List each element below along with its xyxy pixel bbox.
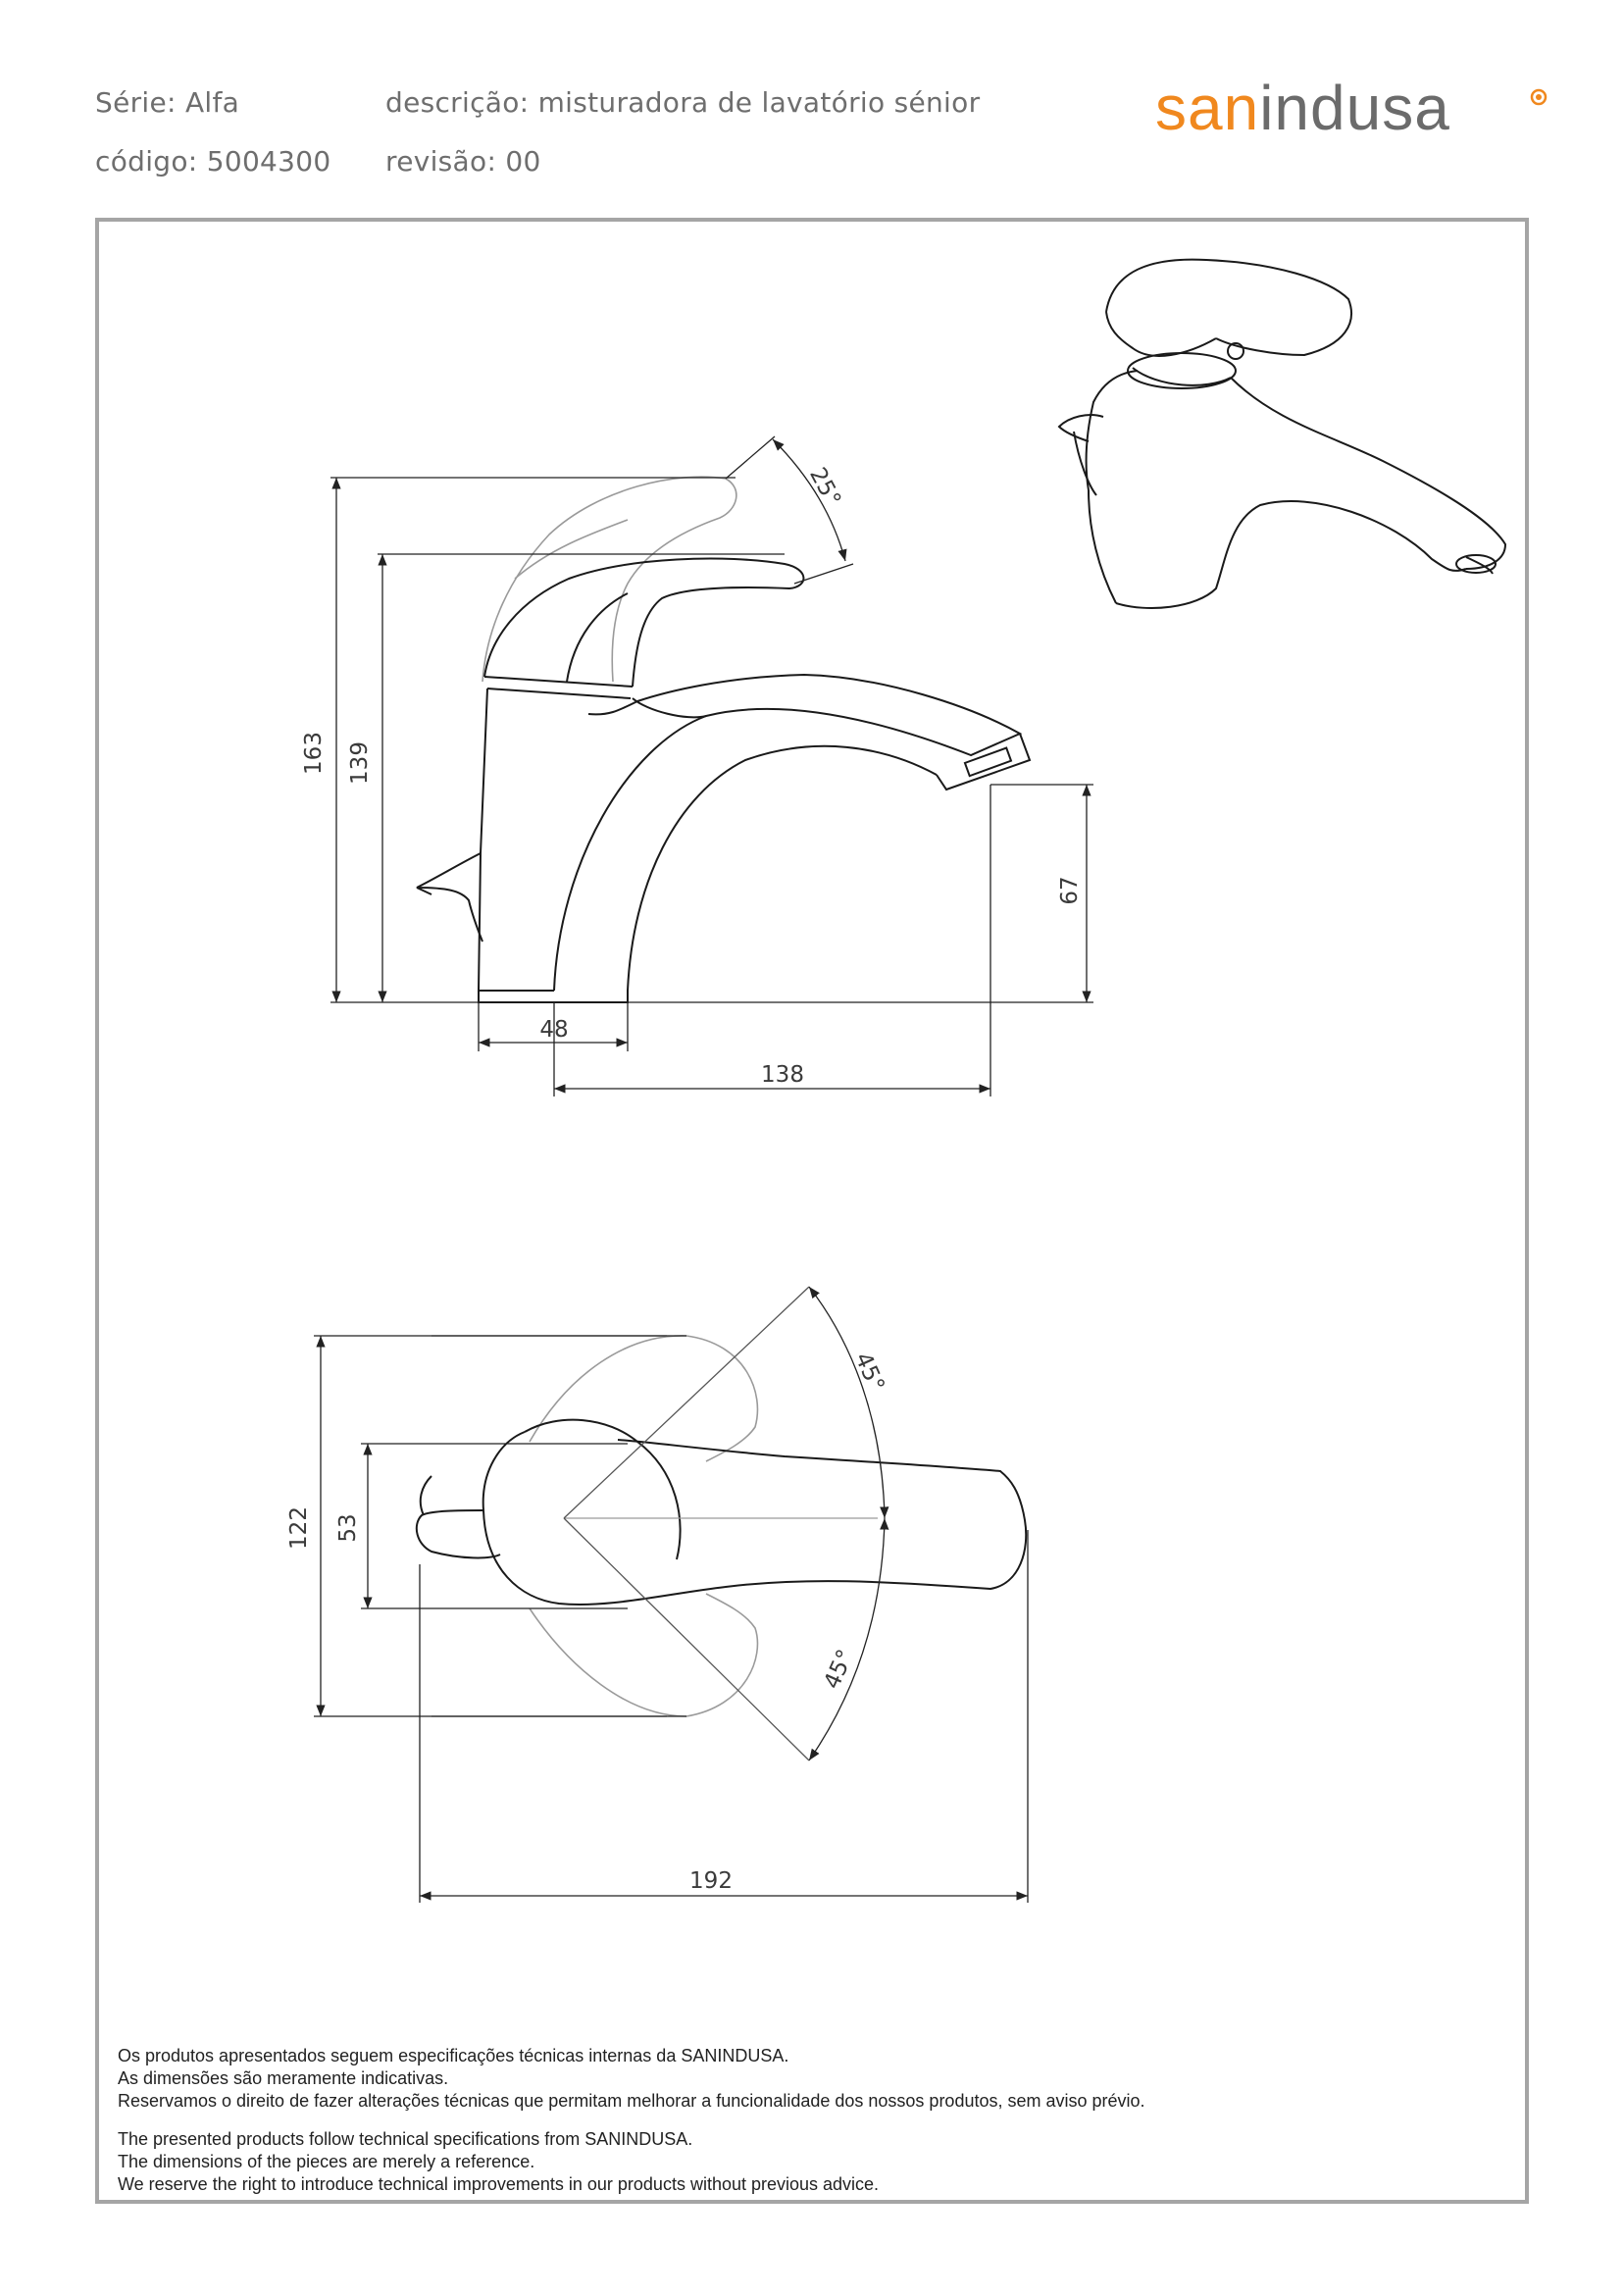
lever-raised-ghost (482, 476, 737, 683)
top-view-drawing (415, 1286, 1028, 1761)
logo-part-indusa: indusa (1259, 73, 1450, 143)
note-pt-line: As dimensões são meramente indicativas. (118, 2068, 449, 2088)
side-view-drawing (416, 476, 1032, 1003)
code-label: código: 5004300 (95, 145, 331, 178)
description-label: descrição: misturadora de lavatório séni… (385, 86, 981, 119)
dim-top-total-width: 122 (286, 1506, 312, 1550)
dim-lever-angle: 25° (804, 464, 845, 511)
logo-part-san: san (1155, 73, 1260, 143)
revision-label: revisão: 00 (385, 145, 541, 178)
drain-knob (416, 852, 483, 943)
notes-english: The presented products follow technical … (118, 2128, 879, 2196)
dim-handle-width: 53 (335, 1513, 361, 1542)
dim-angle-bottom: 45° (819, 1646, 858, 1693)
drawing-frame (95, 218, 1529, 2204)
spout (553, 673, 1023, 992)
lever (483, 557, 805, 688)
dim-angle-top: 45° (849, 1349, 888, 1396)
note-en-line: The presented products follow technical … (118, 2129, 693, 2149)
note-pt-line: Os produtos apresentados seguem especifi… (118, 2046, 789, 2065)
dim-side-body-height: 139 (347, 741, 373, 785)
mixer-body (477, 688, 554, 992)
note-en-line: The dimensions of the pieces are merely … (118, 2152, 535, 2171)
dim-top-length: 192 (689, 1868, 733, 1894)
top-view-dimensions (314, 1286, 1029, 1903)
sanindusa-logo: sanindusa (1155, 76, 1450, 139)
dim-base-width: 48 (539, 1017, 568, 1043)
series-label: Série: Alfa (95, 86, 240, 119)
logo-mark-icon (1530, 88, 1548, 106)
note-en-line: We reserve the right to introduce techni… (118, 2174, 880, 2194)
note-pt-line: Reservamos o direito de fazer alterações… (118, 2091, 1145, 2111)
dim-spout-reach: 138 (761, 1062, 804, 1088)
notes-portuguese: Os produtos apresentados seguem especifi… (118, 2045, 1145, 2113)
side-view-dimensions (330, 435, 1093, 1096)
dim-side-total-height: 163 (301, 732, 327, 775)
product-3d-view (1057, 258, 1507, 609)
dim-spout-height: 67 (1057, 876, 1083, 904)
